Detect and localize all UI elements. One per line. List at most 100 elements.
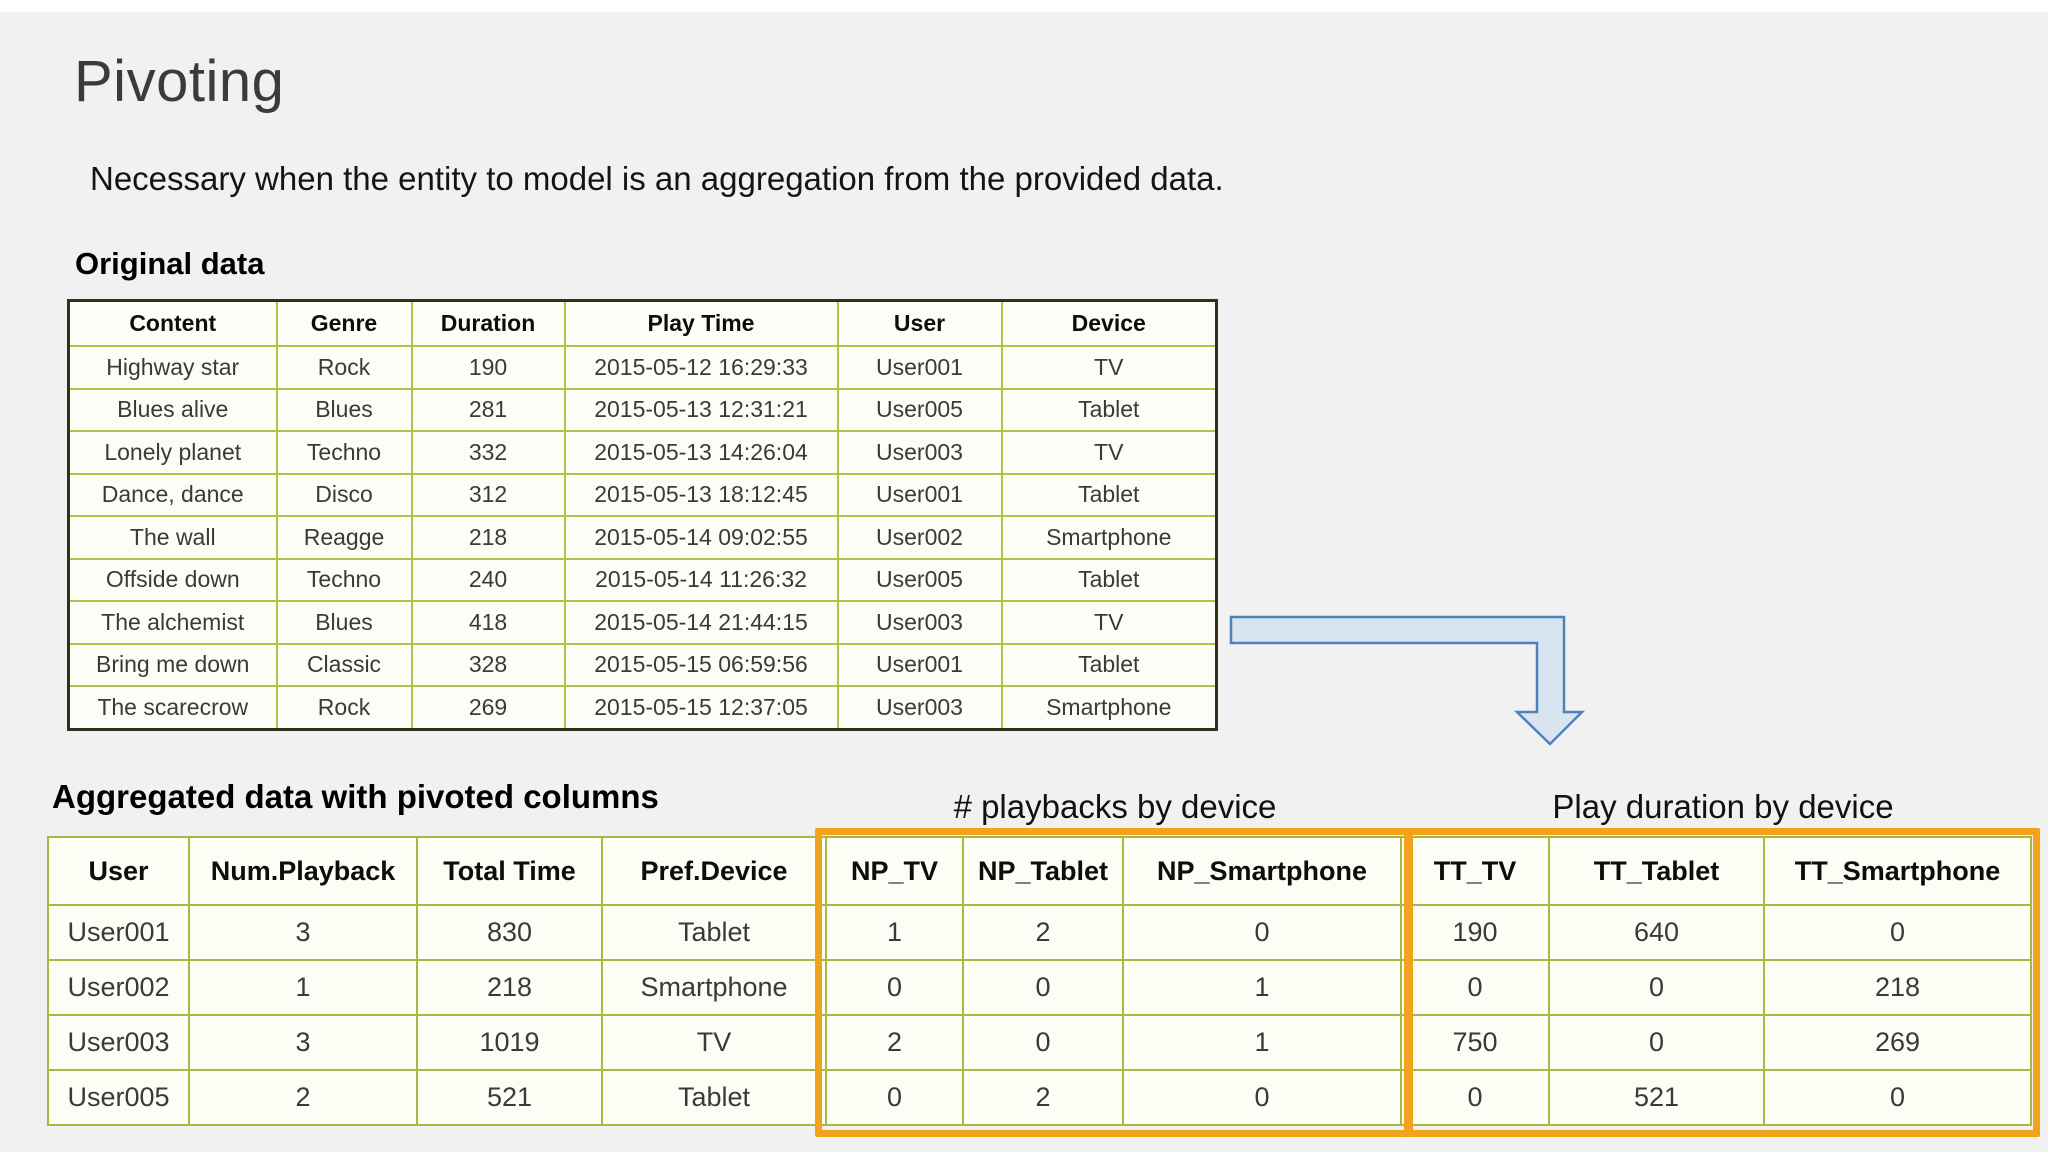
table-cell: The scarecrow bbox=[67, 685, 278, 730]
original-data-label: Original data bbox=[75, 246, 265, 281]
table-cell: User003 bbox=[836, 600, 1003, 645]
table-cell: Smartphone bbox=[1000, 515, 1218, 560]
table-cell: 0 bbox=[825, 1069, 964, 1126]
table-cell: 0 bbox=[1548, 1014, 1765, 1071]
table-cell: 218 bbox=[416, 959, 603, 1016]
table-cell: 0 bbox=[825, 959, 964, 1016]
table-cell: Classic bbox=[275, 642, 413, 687]
column-header: Total Time bbox=[416, 836, 603, 906]
table-cell: 830 bbox=[416, 904, 603, 961]
table-cell: 269 bbox=[410, 685, 566, 730]
table-cell: Offside down bbox=[67, 557, 278, 602]
table-cell: 521 bbox=[1548, 1069, 1765, 1126]
table-cell: 2015-05-12 16:29:33 bbox=[563, 345, 839, 390]
table-cell: TV bbox=[1000, 430, 1218, 475]
table-cell: User001 bbox=[47, 904, 190, 961]
table-cell: Techno bbox=[275, 430, 413, 475]
table-cell: 328 bbox=[410, 642, 566, 687]
table-cell: User003 bbox=[836, 685, 1003, 730]
table-cell: Reagge bbox=[275, 515, 413, 560]
table-cell: 218 bbox=[410, 515, 566, 560]
table-cell: Tablet bbox=[1000, 557, 1218, 602]
table-cell: Rock bbox=[275, 685, 413, 730]
table-cell: 0 bbox=[1763, 1069, 2032, 1126]
table-cell: 0 bbox=[1122, 904, 1402, 961]
column-header: NP_TV bbox=[825, 836, 964, 906]
table-cell: 0 bbox=[1763, 904, 2032, 961]
table-cell: User002 bbox=[47, 959, 190, 1016]
table-cell: Blues alive bbox=[67, 387, 278, 432]
column-header: NP_Tablet bbox=[962, 836, 1124, 906]
page-subtitle: Necessary when the entity to model is an… bbox=[90, 160, 1224, 197]
table-cell: TV bbox=[601, 1014, 827, 1071]
column-header: NP_Smartphone bbox=[1122, 836, 1402, 906]
column-header: User bbox=[47, 836, 190, 906]
pivot-arrow-icon bbox=[1229, 615, 1586, 746]
table-cell: 190 bbox=[410, 345, 566, 390]
table-cell: 2 bbox=[962, 904, 1124, 961]
table-cell: 332 bbox=[410, 430, 566, 475]
table-cell: 418 bbox=[410, 600, 566, 645]
column-header: User bbox=[836, 299, 1003, 347]
table-cell: 2 bbox=[962, 1069, 1124, 1126]
table-cell: User001 bbox=[836, 472, 1003, 517]
table-cell: Smartphone bbox=[1000, 685, 1218, 730]
table-cell: User003 bbox=[836, 430, 1003, 475]
column-header: TT_TV bbox=[1400, 836, 1550, 906]
table-cell: Techno bbox=[275, 557, 413, 602]
top-strip bbox=[0, 0, 2048, 12]
table-cell: 0 bbox=[1122, 1069, 1402, 1126]
table-cell: 2015-05-15 06:59:56 bbox=[563, 642, 839, 687]
table-cell: 2015-05-13 14:26:04 bbox=[563, 430, 839, 475]
table-cell: 2015-05-13 12:31:21 bbox=[563, 387, 839, 432]
column-header: Genre bbox=[275, 299, 413, 347]
table-cell: 0 bbox=[962, 959, 1124, 1016]
table-cell: 2015-05-14 21:44:15 bbox=[563, 600, 839, 645]
table-cell: 2 bbox=[825, 1014, 964, 1071]
table-cell: User005 bbox=[836, 557, 1003, 602]
table-cell: 269 bbox=[1763, 1014, 2032, 1071]
table-cell: Tablet bbox=[1000, 472, 1218, 517]
table-cell: 0 bbox=[1400, 1069, 1550, 1126]
table-cell: 1 bbox=[825, 904, 964, 961]
table-cell: 3 bbox=[188, 904, 418, 961]
table-cell: 2015-05-14 09:02:55 bbox=[563, 515, 839, 560]
table-cell: 3 bbox=[188, 1014, 418, 1071]
table-cell: Tablet bbox=[1000, 642, 1218, 687]
table-cell: 2015-05-15 12:37:05 bbox=[563, 685, 839, 730]
tt-duration-label: Play duration by device bbox=[1552, 788, 1894, 825]
table-cell: 218 bbox=[1763, 959, 2032, 1016]
aggregated-data-label: Aggregated data with pivoted columns bbox=[52, 778, 659, 815]
table-cell: Tablet bbox=[601, 1069, 827, 1126]
table-cell: 0 bbox=[1400, 959, 1550, 1016]
table-cell: 521 bbox=[416, 1069, 603, 1126]
table-cell: Bring me down bbox=[67, 642, 278, 687]
table-cell: 240 bbox=[410, 557, 566, 602]
table-cell: User005 bbox=[47, 1069, 190, 1126]
column-header: TT_Tablet bbox=[1548, 836, 1765, 906]
table-cell: TV bbox=[1000, 345, 1218, 390]
table-cell: 2015-05-14 11:26:32 bbox=[563, 557, 839, 602]
table-cell: Lonely planet bbox=[67, 430, 278, 475]
table-cell: The wall bbox=[67, 515, 278, 560]
table-cell: Rock bbox=[275, 345, 413, 390]
column-header: TT_Smartphone bbox=[1763, 836, 2032, 906]
table-cell: 0 bbox=[1548, 959, 1765, 1016]
table-cell: 281 bbox=[410, 387, 566, 432]
table-cell: 640 bbox=[1548, 904, 1765, 961]
table-cell: 312 bbox=[410, 472, 566, 517]
table-cell: Blues bbox=[275, 387, 413, 432]
